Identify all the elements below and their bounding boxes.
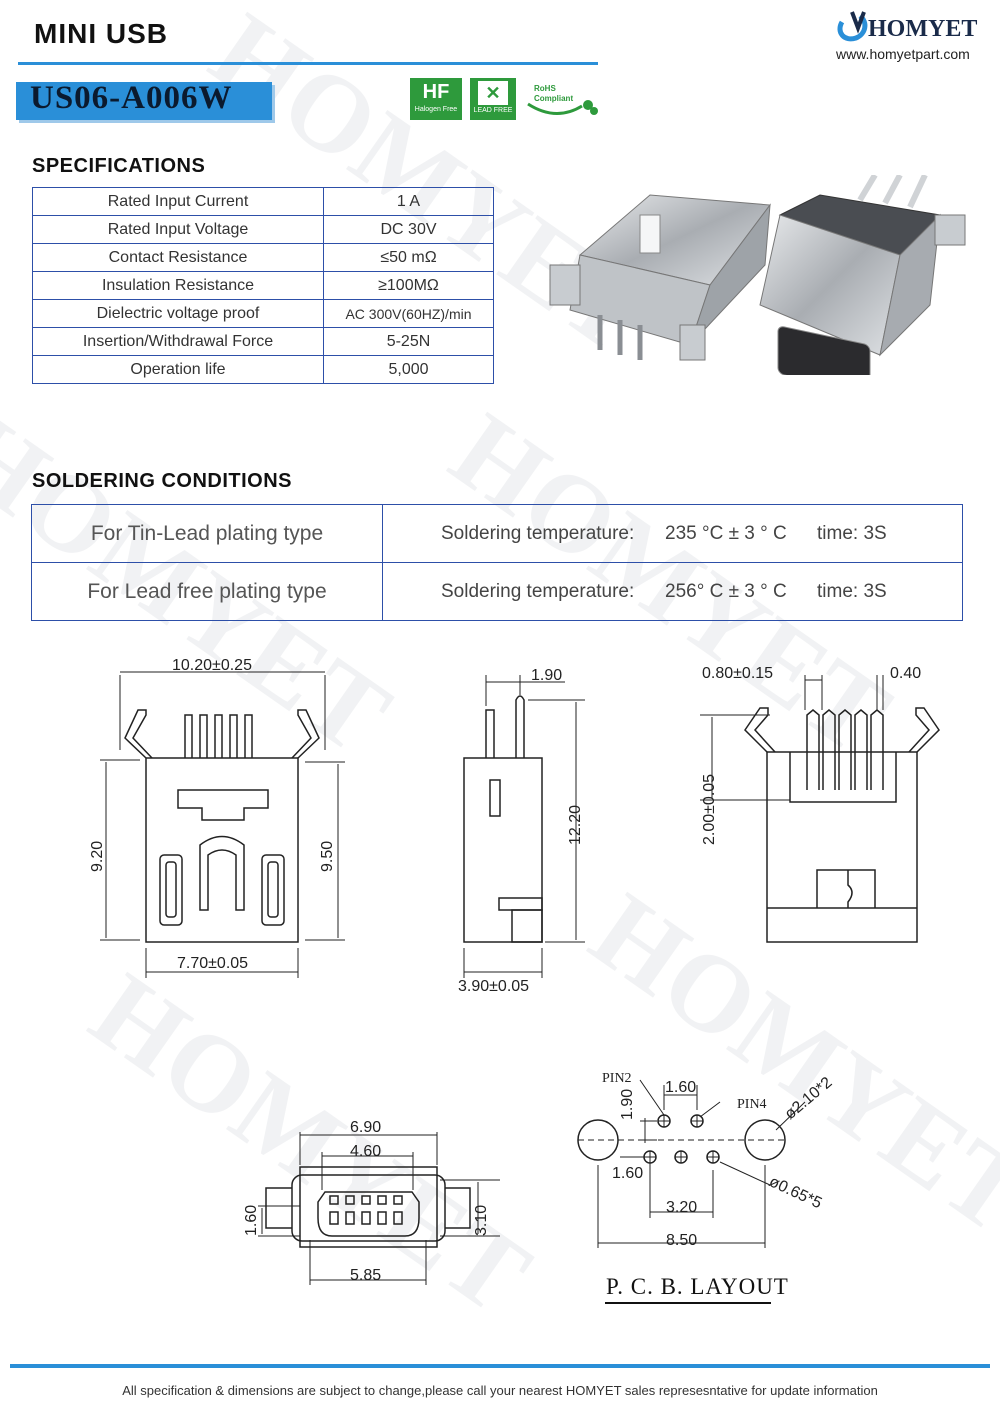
lead-free-badge: ✕ LEAD FREE [470, 78, 516, 120]
svg-text:3.90±0.05: 3.90±0.05 [458, 978, 529, 995]
part-number-box [16, 82, 272, 120]
leaf-swoosh-icon [527, 100, 598, 115]
part-number: US06-A006W [30, 80, 233, 116]
svg-text:4.60: 4.60 [350, 1143, 381, 1160]
dimension-labels: 10.20±0.25 9.20 9.50 7.70±0.05 1.90 12.2… [89, 657, 921, 1284]
product-type: MINI USB [34, 18, 168, 49]
svg-text:ø0.65*5: ø0.65*5 [766, 1173, 824, 1212]
table-row: Contact Resistance≤50 mΩ [32, 243, 494, 272]
svg-text:12.20: 12.20 [567, 805, 584, 845]
svg-text:2.00±0.05: 2.00±0.05 [701, 774, 718, 845]
svg-text:1.90: 1.90 [619, 1089, 636, 1120]
svg-text:5.85: 5.85 [350, 1267, 381, 1284]
front-view-drawing [100, 671, 345, 978]
brand-logo-icon [837, 11, 868, 42]
connector-top-view [549, 194, 771, 361]
svg-text:PIN4: PIN4 [737, 1097, 767, 1112]
halogen-free-badge: HF Halogen Free [410, 78, 462, 120]
pcb-layout-title: P. C. B. LAYOUT [606, 1274, 789, 1299]
table-row: For Lead free plating type Soldering tem… [31, 562, 963, 621]
svg-text:1.60: 1.60 [665, 1079, 696, 1096]
website-url: www.homyetpart.com [836, 46, 970, 62]
soldering-heading: SOLDERING CONDITIONS [32, 470, 293, 492]
footer-rule [10, 1364, 990, 1368]
svg-text:9.20: 9.20 [89, 841, 106, 872]
table-row: For Tin-Lead plating type Soldering temp… [31, 504, 963, 563]
svg-text:7.70±0.05: 7.70±0.05 [177, 955, 248, 972]
svg-text:1.90: 1.90 [531, 667, 562, 684]
technical-drawings: 10.20±0.25 9.20 9.50 7.70±0.05 1.90 12.2… [89, 657, 940, 1285]
svg-text:3.20: 3.20 [666, 1199, 697, 1216]
specifications-heading: SPECIFICATIONS [32, 155, 206, 177]
back-view-drawing [700, 675, 940, 943]
svg-text:10.20±0.25: 10.20±0.25 [172, 657, 252, 674]
svg-text:9.50: 9.50 [319, 841, 336, 872]
table-row: Insulation Resistance≥100MΩ [32, 271, 494, 300]
product-photo [549, 175, 966, 375]
svg-text:ø2.10*2: ø2.10*2 [782, 1074, 836, 1123]
rohs-badge: RoHS Compliant [526, 84, 600, 118]
brand-name: HOMYET [868, 16, 978, 42]
svg-text:PIN2: PIN2 [602, 1071, 632, 1086]
bottom-view-drawing [258, 1132, 500, 1285]
footer-disclaimer: All specification & dimensions are subje… [122, 1383, 878, 1398]
connector-front-view [759, 175, 966, 375]
svg-text:0.80±0.15: 0.80±0.15 [702, 665, 773, 682]
soldering-table: For Tin-Lead plating type Soldering temp… [31, 504, 963, 621]
pcb-layout-drawing [577, 1079, 806, 1248]
svg-text:8.50: 8.50 [666, 1232, 697, 1249]
side-view-drawing [463, 675, 585, 978]
svg-text:3.10: 3.10 [473, 1205, 490, 1236]
svg-text:1.60: 1.60 [243, 1205, 260, 1236]
header-rule [18, 62, 598, 65]
pcb-title-underline [605, 1302, 771, 1304]
svg-text:1.60: 1.60 [612, 1165, 643, 1182]
svg-text:6.90: 6.90 [350, 1119, 381, 1136]
svg-text:0.40: 0.40 [890, 665, 921, 682]
